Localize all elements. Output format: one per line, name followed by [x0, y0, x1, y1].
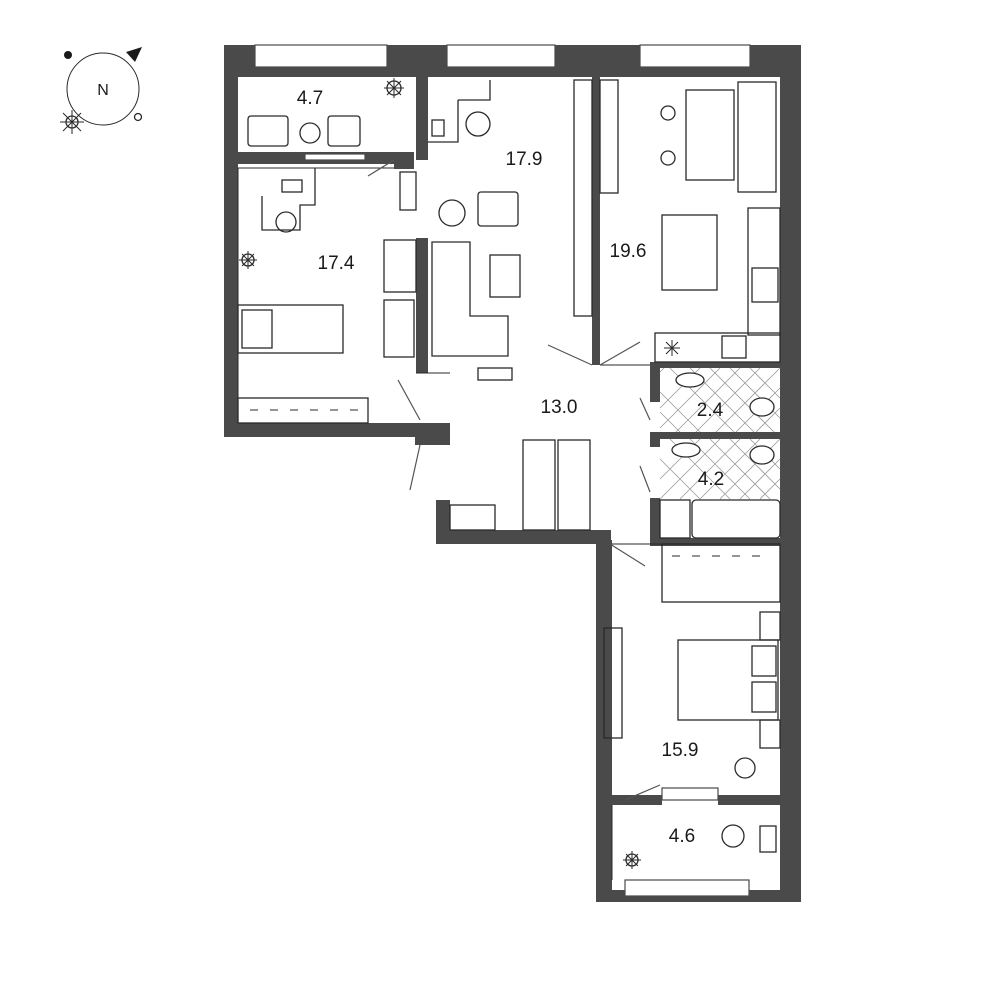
kitchen-counter: [747, 207, 781, 336]
area-label-living-room: 17.9: [506, 149, 543, 170]
toilet-sink: [675, 372, 705, 388]
window-south-balcony: [624, 879, 750, 897]
plant-icon: [384, 78, 404, 98]
shoe-rack: [449, 504, 496, 531]
plant-icon: [239, 251, 257, 269]
balcony-north-furniture: [247, 78, 404, 147]
compass-north-label: N: [97, 82, 109, 99]
shelf: [399, 171, 417, 211]
kitchen-island: [661, 214, 718, 291]
door-kitchen[interactable]: [599, 341, 641, 366]
area-label-bedroom-south: 15.9: [662, 740, 699, 761]
bathroom-toilet: [749, 445, 775, 465]
round-ottoman: [734, 757, 756, 779]
windows: [254, 44, 751, 897]
compass-moon-icon: [133, 112, 143, 122]
kitchen-counter-south: [654, 332, 781, 363]
compass-arrow-icon: [126, 47, 142, 62]
hallway-wardrobe-left: [522, 439, 556, 531]
dining-chair: [660, 105, 676, 121]
balcony-desk: [759, 825, 777, 853]
wardrobe-south: [661, 543, 781, 603]
compass-dot-icon: [64, 51, 72, 59]
desk: [261, 168, 316, 231]
fridge-snowflake-icon: [664, 340, 680, 356]
bedroom-west-furniture: [237, 168, 417, 424]
washing-machine: [659, 499, 691, 539]
bathroom-fixtures: [659, 438, 781, 539]
sun-icon: [60, 110, 84, 134]
round-table: [299, 122, 321, 144]
bed-pillow: [751, 681, 777, 713]
window-kitchen: [639, 44, 751, 68]
bathroom-sink: [671, 442, 701, 458]
toilet-fixtures: [659, 367, 781, 433]
desk-corner: [428, 80, 491, 143]
bed-pillow: [241, 309, 273, 349]
door-toilet[interactable]: [639, 397, 651, 421]
plant-pot: [438, 199, 466, 227]
area-label-hallway: 13.0: [541, 397, 578, 418]
dresser-south: [603, 627, 623, 739]
dresser: [383, 299, 415, 358]
bedroom-south-furniture: [603, 543, 781, 779]
monitor: [281, 179, 303, 193]
door-bedroom-south[interactable]: [609, 543, 646, 567]
bathtub: [691, 499, 781, 539]
single-bed: [237, 304, 344, 354]
window-bedroom-west: [304, 153, 366, 161]
living-room-furniture: [428, 79, 593, 381]
hallway-wardrobe-right: [557, 439, 591, 531]
interior-doors: [367, 159, 661, 801]
armchair-left: [247, 115, 289, 147]
window-living: [446, 44, 556, 68]
area-label-kitchen: 19.6: [610, 241, 647, 262]
hallway-furniture: [397, 379, 591, 531]
kitchen-sofa: [737, 81, 777, 193]
armchair: [477, 191, 519, 227]
toilet-bowl: [749, 397, 775, 417]
door-balcony-west[interactable]: [367, 159, 395, 177]
balcony-chair: [721, 824, 745, 848]
dining-chair: [660, 150, 676, 166]
area-label-balcony-north: 4.7: [297, 88, 323, 109]
door-mat: [477, 367, 513, 381]
plant-icon: [623, 851, 641, 869]
corner-sofa: [431, 241, 509, 357]
kitchen-cabinet: [599, 79, 619, 194]
area-label-bathroom: 4.2: [698, 469, 724, 490]
dining-table: [685, 89, 735, 181]
stove: [751, 267, 779, 303]
entrance-door[interactable]: [397, 379, 421, 491]
nightstand: [759, 719, 781, 749]
bed-pillow: [751, 645, 777, 677]
area-label-toilet: 2.4: [697, 400, 724, 421]
compass: N: [60, 47, 143, 134]
desk-chair: [465, 111, 491, 137]
compass-ring: [66, 52, 140, 126]
area-label-balcony-south: 4.6: [669, 826, 695, 847]
wardrobe-west: [237, 397, 369, 424]
armchair-right: [327, 115, 361, 147]
toy-mat: [383, 239, 417, 293]
desk-chair: [275, 211, 297, 233]
door-balcony-south[interactable]: [624, 784, 661, 801]
area-labels: 4.7 17.4 17.9 19.6 13.0 2.4 4.2 15.9 4.6: [297, 88, 724, 847]
window-north-balcony: [254, 44, 388, 68]
double-bed: [677, 639, 779, 721]
area-label-bedroom-west: 17.4: [318, 253, 355, 274]
monitor: [431, 119, 445, 137]
door-bathroom[interactable]: [639, 465, 651, 493]
window-bedroom-south: [661, 787, 719, 801]
door-living[interactable]: [547, 344, 593, 366]
balcony-south-furniture: [623, 824, 777, 869]
coffee-table: [489, 254, 521, 298]
kitchen-sink: [721, 335, 747, 359]
tv-wall-unit: [573, 79, 593, 317]
nightstand: [759, 611, 781, 641]
kitchen-furniture: [599, 79, 781, 363]
